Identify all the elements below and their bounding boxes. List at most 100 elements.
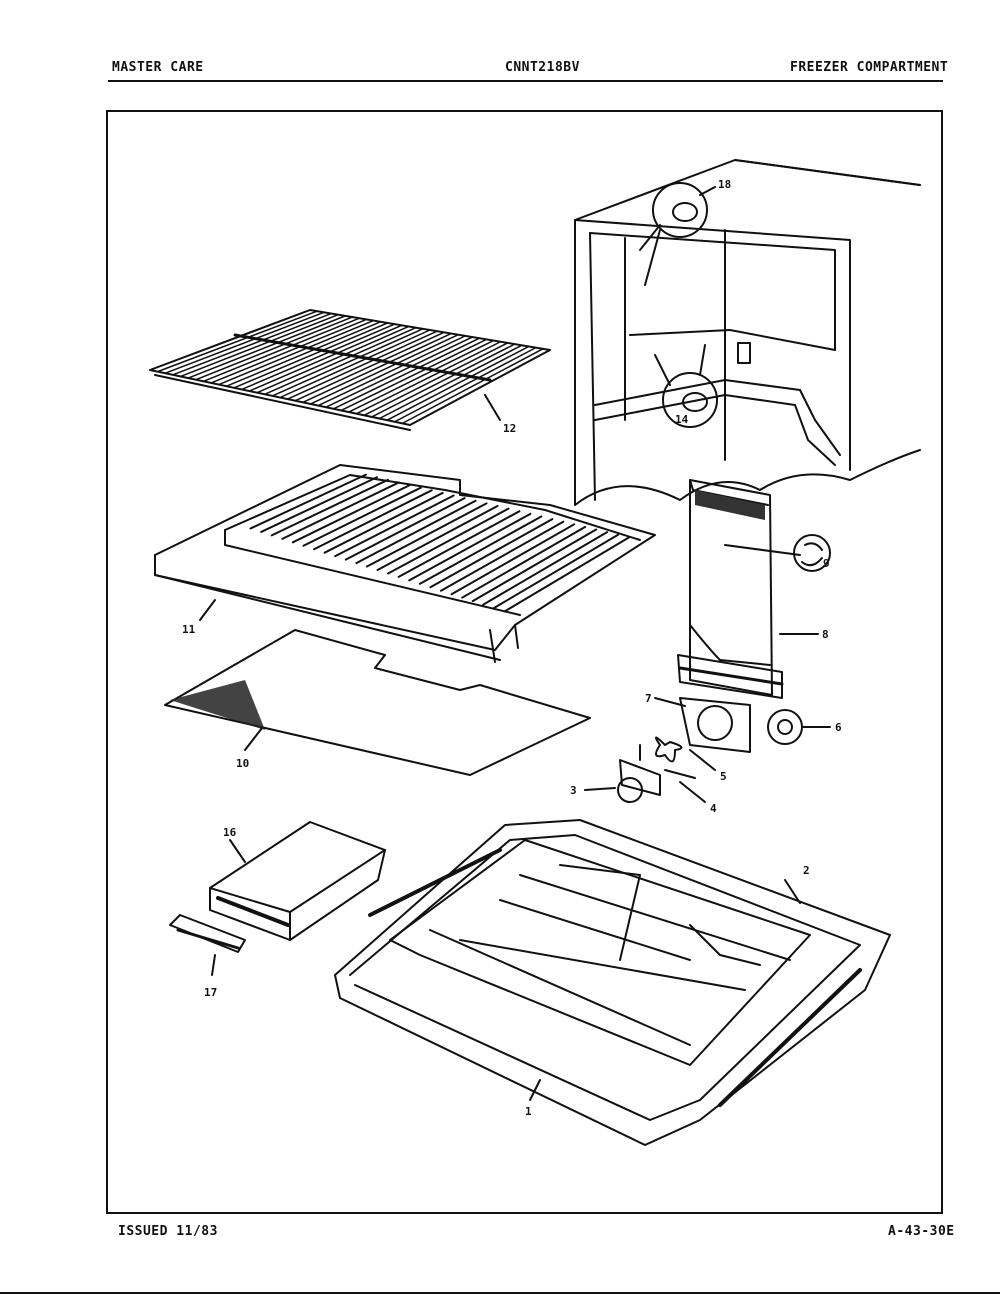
leader-3 xyxy=(584,787,616,791)
shelf-wire xyxy=(386,345,530,421)
shelf-wire xyxy=(332,337,481,410)
evaporator-slat xyxy=(313,489,433,551)
leader-17 xyxy=(211,954,216,976)
evaporator-slat xyxy=(471,528,598,603)
evaporator-slat xyxy=(387,507,510,575)
header-left-label: MASTER CARE xyxy=(112,60,204,75)
evaporator-slat xyxy=(302,486,422,547)
callout-2: 2 xyxy=(803,864,810,877)
evaporator-slat xyxy=(503,536,631,613)
callout-3: 3 xyxy=(570,784,577,797)
footer-issue-date: ISSUED 11/83 xyxy=(118,1224,218,1239)
fastener-14-icon xyxy=(682,392,708,412)
evaporator-slat xyxy=(408,512,532,582)
footer-page-code: A-43-30E xyxy=(888,1224,955,1239)
shelf-wire xyxy=(263,326,417,396)
shelf-wire xyxy=(393,346,537,423)
shelf-wire xyxy=(340,338,488,412)
shelf-wire xyxy=(325,336,474,408)
diagram-frame xyxy=(106,110,943,1214)
evaporator-slat xyxy=(365,502,488,568)
callout-6: 6 xyxy=(835,721,842,734)
leader-7 xyxy=(654,697,686,707)
shelf-wire xyxy=(256,325,410,394)
detail-circle-9 xyxy=(793,534,831,572)
shelf-wire xyxy=(202,317,361,383)
evaporator-slat xyxy=(397,510,521,578)
leader-14 xyxy=(654,344,706,386)
evaporator-slat xyxy=(249,473,367,530)
shelf-wire xyxy=(348,339,495,413)
header-section-title: FREEZER COMPARTMENT xyxy=(790,60,949,75)
evaporator-slat xyxy=(323,491,444,554)
evaporator-slat xyxy=(270,478,389,537)
evaporator-slat xyxy=(429,518,554,589)
callout-4: 4 xyxy=(710,802,717,815)
freezer-cabinet xyxy=(574,159,921,506)
header-rule xyxy=(108,80,943,82)
callout-9: 9 xyxy=(823,557,830,570)
leader-16 xyxy=(229,839,246,863)
shelf-wire xyxy=(378,344,523,420)
shelf-wire xyxy=(218,319,375,386)
evaporator-slat xyxy=(450,523,576,596)
shelf-wire xyxy=(233,322,389,389)
shelf-wire xyxy=(286,330,438,400)
insulation-pad xyxy=(164,629,591,776)
shelf-wire xyxy=(156,310,318,373)
leader-1 xyxy=(529,1079,541,1101)
tray-handle xyxy=(169,914,246,953)
shelf-wire xyxy=(271,328,424,397)
leader-5 xyxy=(689,749,716,771)
freezer-shelf-evaporator xyxy=(154,464,656,663)
grommet-hole xyxy=(777,719,793,735)
leader-10 xyxy=(244,727,263,751)
shelf-wire xyxy=(172,312,332,376)
shelf-wire xyxy=(179,313,339,378)
fan-blade xyxy=(655,736,683,763)
leader-2 xyxy=(784,879,801,904)
callout-5: 5 xyxy=(720,770,727,783)
leader-11 xyxy=(199,599,216,621)
callout-14: 14 xyxy=(675,413,689,426)
shelf-wire xyxy=(355,341,502,415)
detail-circle-18 xyxy=(652,182,708,238)
callout-18: 18 xyxy=(718,178,731,191)
leader-4 xyxy=(679,781,706,803)
header-model-number: CNNT218BV xyxy=(505,60,580,75)
callout-8: 8 xyxy=(822,628,829,641)
evaporator-slat xyxy=(344,497,466,561)
fastener-9-icon xyxy=(801,542,823,567)
callout-16: 16 xyxy=(223,826,237,839)
callout-12: 12 xyxy=(503,422,516,435)
shelf-wire xyxy=(241,323,396,391)
shelf-wire xyxy=(363,342,509,417)
shelf-wire xyxy=(279,329,431,399)
callout-10: 10 xyxy=(236,757,249,770)
leader-18 xyxy=(639,224,661,286)
shelf-wire xyxy=(309,333,459,405)
fan-shroud xyxy=(679,697,751,753)
fastener-18-icon xyxy=(672,202,698,222)
evaporator-slat xyxy=(482,531,609,606)
freezer-floor-liner xyxy=(334,819,891,1146)
shelf-wire xyxy=(164,311,325,374)
shelf-wire xyxy=(401,348,544,425)
callout-11: 11 xyxy=(182,623,196,636)
leader-18b xyxy=(699,186,716,196)
shelf-wire xyxy=(248,324,403,392)
shelf-wire xyxy=(294,331,445,402)
shelf-wire xyxy=(317,335,467,407)
wire-shelf xyxy=(149,309,551,431)
evaporator-slat xyxy=(281,481,400,540)
fan-motor xyxy=(617,744,696,803)
shelf-wire xyxy=(195,316,354,381)
leader-9 xyxy=(724,544,801,556)
evaporator-slat xyxy=(492,533,620,610)
evaporator-slat xyxy=(376,505,499,571)
callout-7: 7 xyxy=(645,692,652,705)
leader-12 xyxy=(484,394,501,421)
shelf-wire xyxy=(210,318,368,384)
